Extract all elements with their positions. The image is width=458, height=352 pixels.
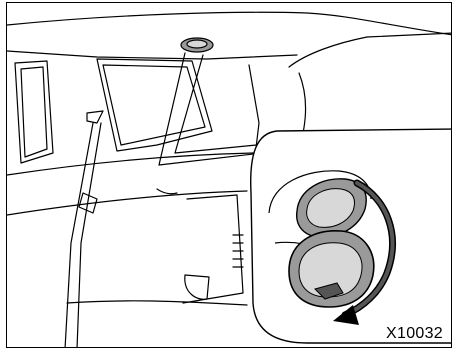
right-door-opening — [289, 33, 452, 67]
roof-edge — [7, 12, 452, 35]
illustration-frame: X10032 — [6, 2, 452, 348]
interior-lamp-icon — [181, 38, 213, 52]
cargo-trim-mid — [7, 191, 247, 215]
rear-window-inner — [103, 65, 205, 145]
right-door-frame — [299, 73, 306, 133]
left-window-inner — [21, 67, 47, 157]
side-panel — [183, 195, 243, 303]
side-panel-pocket — [185, 275, 209, 299]
roof-inner-line — [7, 51, 297, 59]
detail-magnifier — [251, 129, 452, 343]
rear-window — [97, 59, 212, 151]
cargo-trim-lower — [157, 189, 177, 194]
figure-code: X10032 — [386, 325, 443, 343]
seatbelt-icon — [65, 111, 103, 348]
vehicle-interior-drawing — [7, 3, 452, 348]
floor-line — [67, 301, 247, 305]
